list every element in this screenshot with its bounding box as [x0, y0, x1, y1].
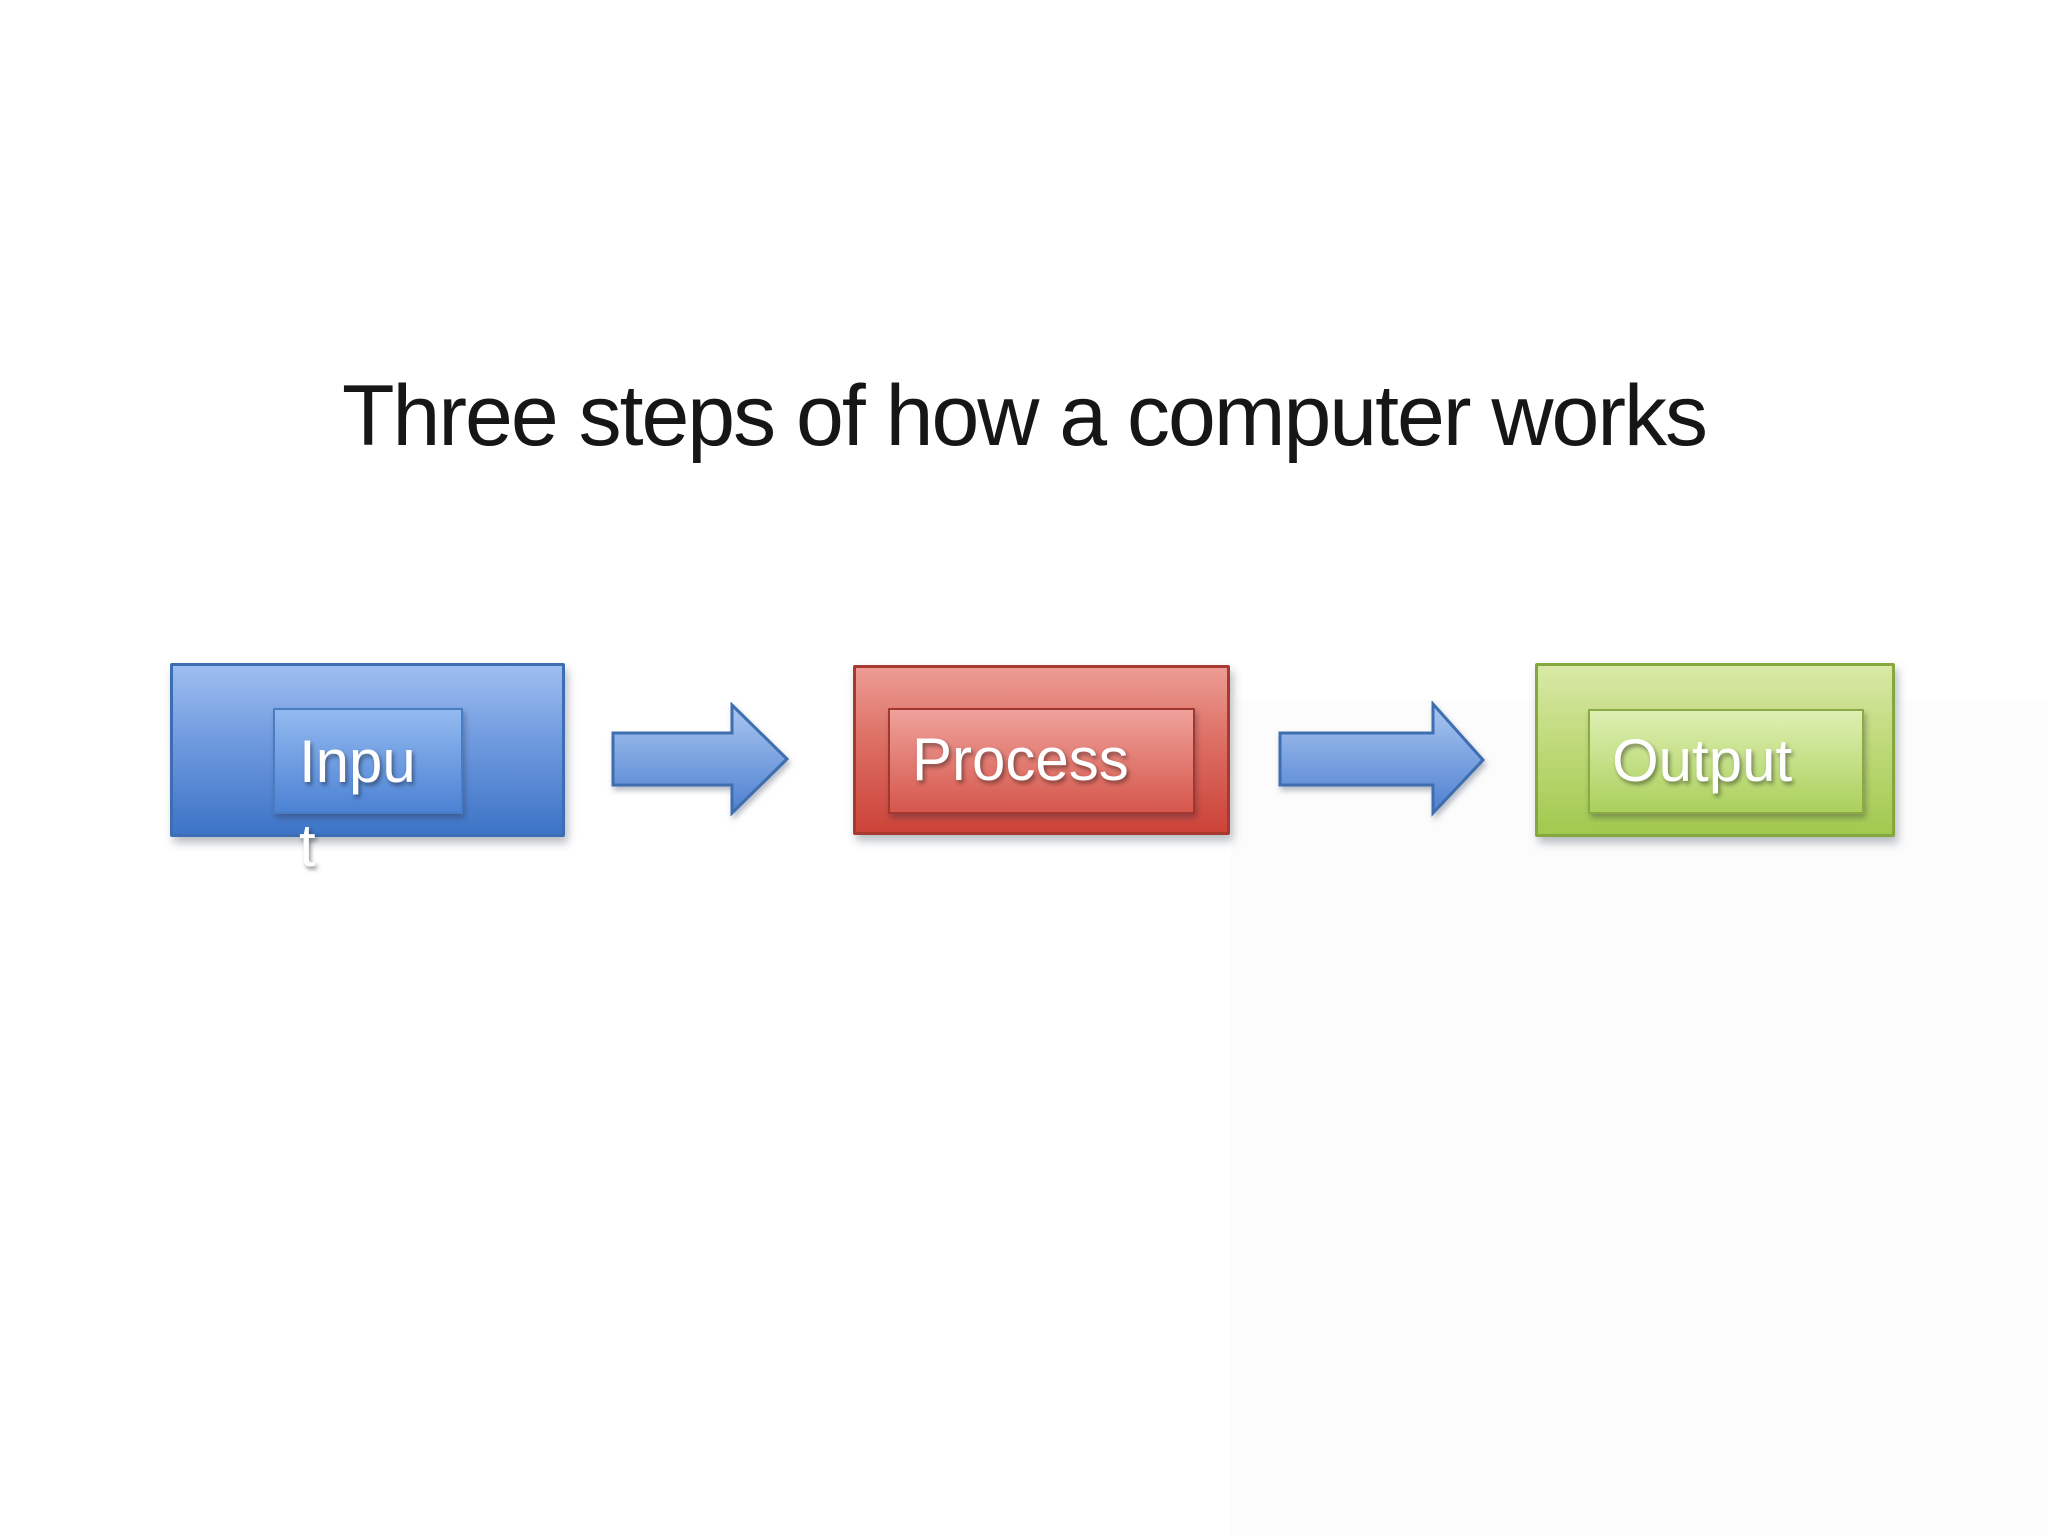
flow-arrow-input-to-process [610, 702, 792, 816]
slide-title: Three steps of how a computer works [342, 368, 1708, 464]
step-inner-panel-output: Output [1588, 709, 1864, 814]
flow-arrow-process-to-output [1277, 701, 1489, 817]
step-label-process: Process [912, 726, 1129, 793]
step-box-output: Output [1535, 663, 1895, 837]
step-inner-panel-process: Process [888, 708, 1195, 814]
arrow-right-icon [611, 702, 790, 816]
step-label-input: Input [299, 728, 416, 879]
step-box-input: Input [170, 663, 565, 879]
arrow-right-icon [1278, 701, 1486, 817]
step-box-process: Process [853, 665, 1230, 835]
step-inner-panel-input: Input [273, 708, 463, 879]
step-label-output: Output [1612, 727, 1793, 794]
